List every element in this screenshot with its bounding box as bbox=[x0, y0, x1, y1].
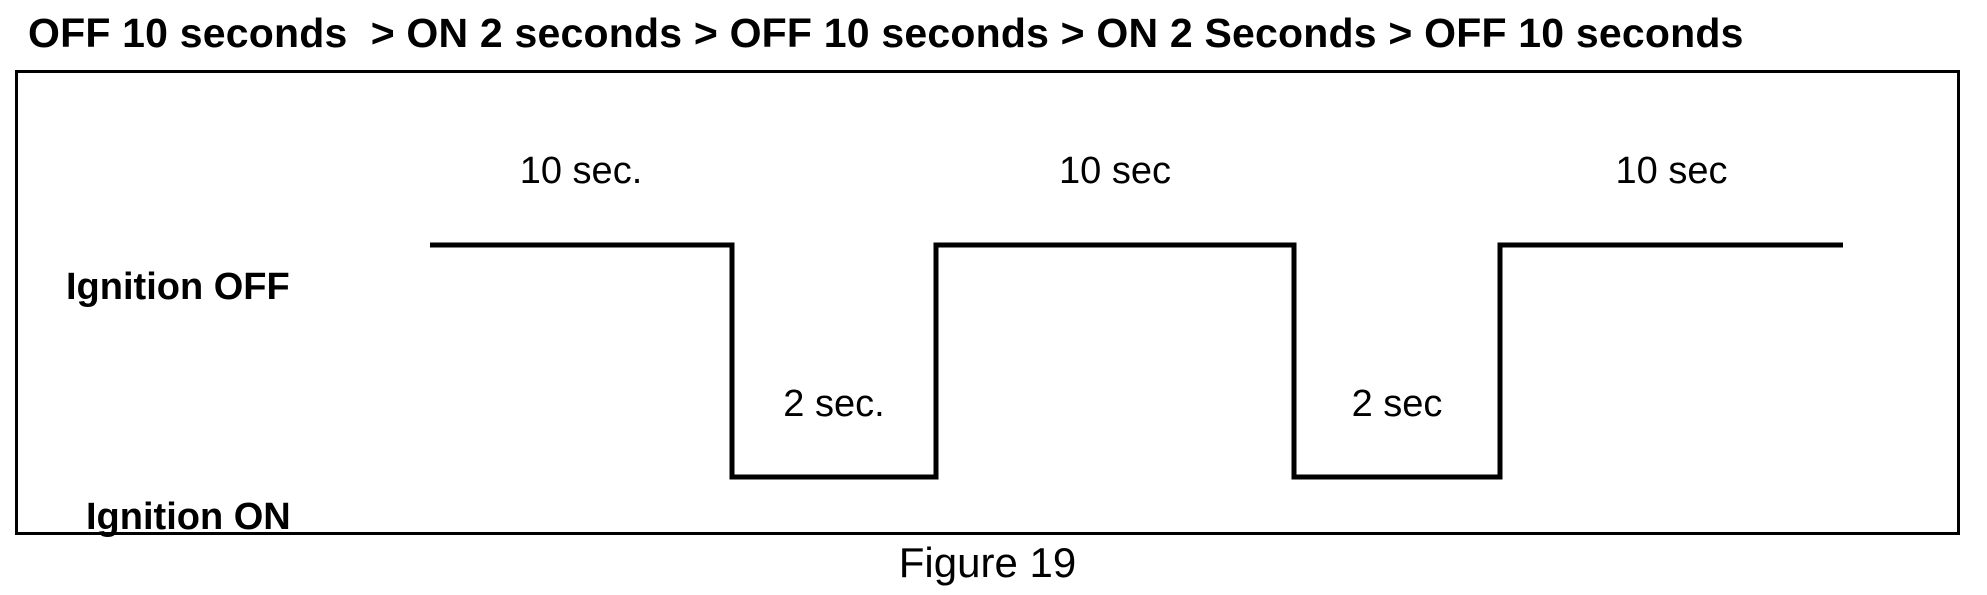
figure-caption: Figure 19 bbox=[898, 539, 1077, 586]
segment-label-off-1: 10 sec. bbox=[519, 150, 643, 192]
row-label-ignition-on: Ignition ON bbox=[86, 496, 291, 538]
row-label-ignition-off: Ignition OFF bbox=[66, 266, 290, 308]
segment-label-on-1: 2 sec. bbox=[783, 383, 885, 425]
figure-border-box: Ignition OFF Ignition ON bbox=[15, 70, 1960, 538]
segment-label-off-3: 10 sec bbox=[1615, 150, 1728, 192]
segment-label-off-2: 10 sec bbox=[1059, 150, 1171, 192]
segment-label-on-2: 2 sec bbox=[1351, 383, 1443, 425]
figure-title: OFF 10 seconds > ON 2 seconds > OFF 10 s… bbox=[28, 10, 1744, 56]
